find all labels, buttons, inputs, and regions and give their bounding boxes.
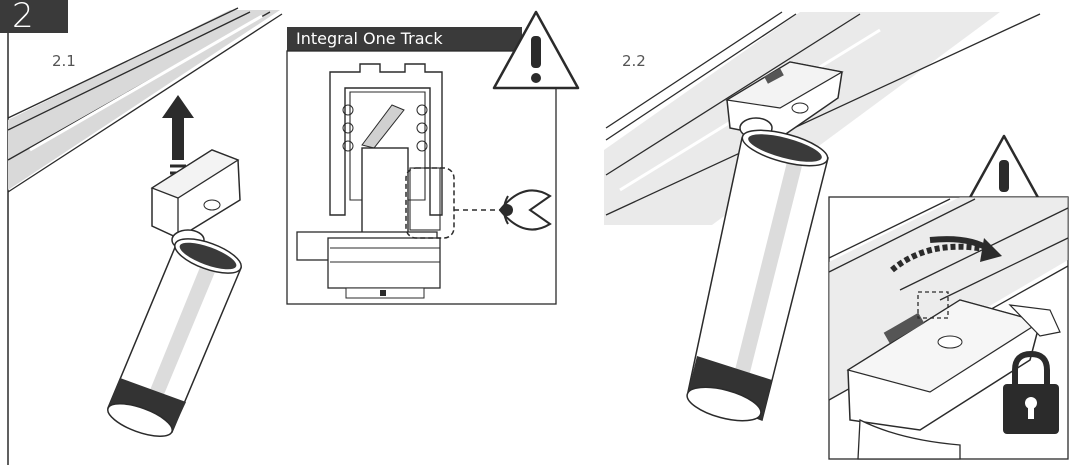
step-number-badge: 2: [0, 0, 68, 33]
spotlight-body-second: [686, 117, 829, 422]
track-profile-section: [329, 63, 443, 234]
padlock-icon: [1003, 350, 1059, 434]
track-rail-first: [7, 7, 283, 193]
rotate-arrow-icon: [890, 236, 1002, 319]
eye-icon: [498, 189, 552, 231]
substep-label-first: 2.1: [52, 52, 76, 70]
substep-label-second: 2.2: [622, 52, 646, 70]
detail-callout: [405, 167, 500, 239]
detail-adapter: [846, 299, 1061, 460]
adapter-section: [296, 231, 441, 299]
adapter-first: [150, 149, 241, 239]
inset-title: Integral One Track: [287, 27, 522, 51]
spotlight-body-first: [107, 229, 242, 437]
warning-triangle-icon: [492, 10, 580, 90]
